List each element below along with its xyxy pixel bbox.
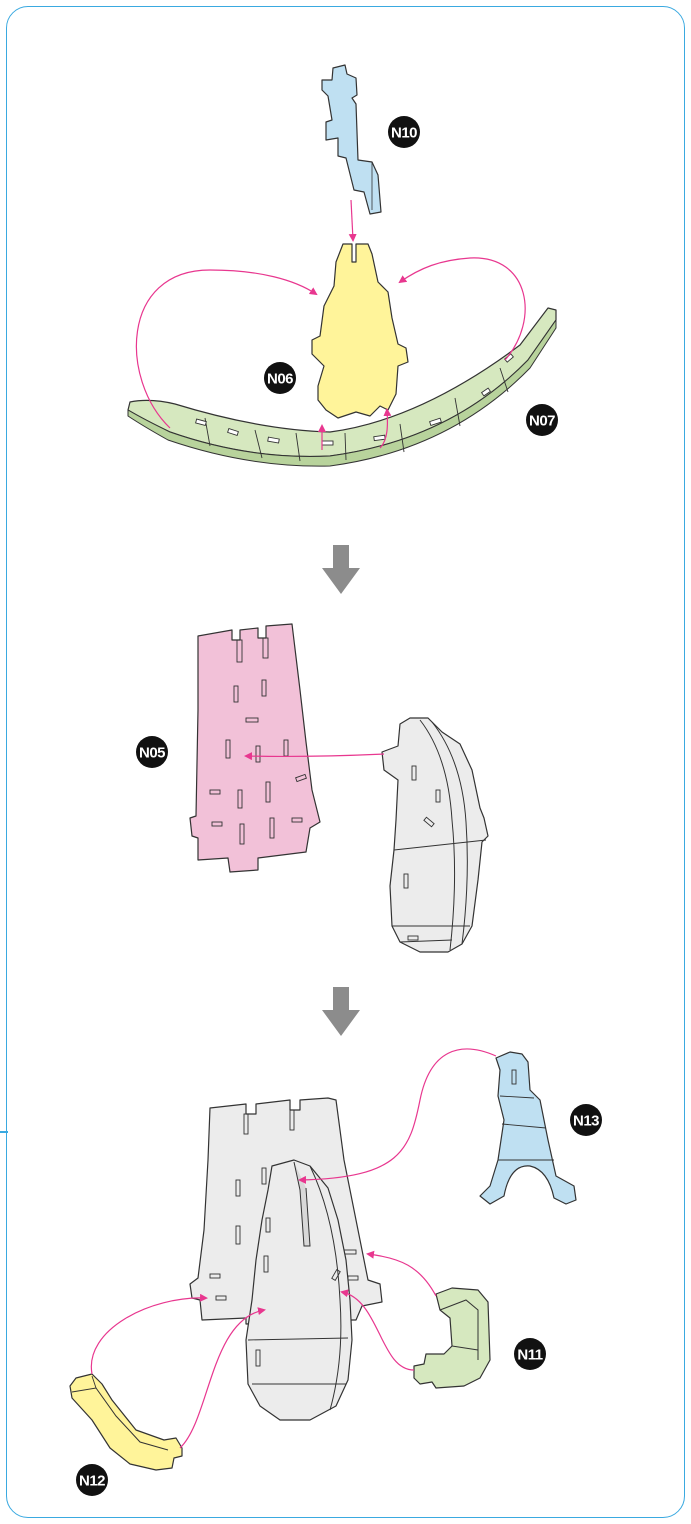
svg-text:N11: N11 [517, 1347, 542, 1364]
part-n06 [311, 243, 409, 419]
connector-arrows-step2 [244, 752, 385, 761]
svg-text:N10: N10 [391, 125, 417, 142]
down-arrow-icon [322, 545, 360, 594]
label-n10: N10 [388, 116, 420, 148]
down-arrow-icon [322, 987, 360, 1036]
step-3: N13 N11 N12 [69, 1048, 602, 1496]
label-n07: N07 [526, 404, 558, 436]
svg-text:N13: N13 [573, 1113, 599, 1130]
connector-arrows-step1 [135, 199, 526, 450]
label-n06: N06 [264, 362, 296, 394]
connector-arrows-step3 [90, 1048, 497, 1449]
part-n05 [189, 623, 321, 873]
front-body [245, 1159, 353, 1421]
panel-frame [6, 6, 685, 1518]
label-n12: N12 [76, 1464, 108, 1496]
step-1: N10 N07 [127, 64, 558, 467]
part-n07 [127, 307, 557, 467]
part-n12 [69, 1373, 183, 1471]
frame-tick [0, 1131, 8, 1133]
step-2: N05 [136, 623, 489, 953]
part-n10 [321, 64, 382, 215]
part-n11 [413, 1287, 491, 1389]
svg-text:N07: N07 [529, 413, 555, 430]
label-n11: N11 [514, 1338, 546, 1370]
label-n13: N13 [570, 1104, 602, 1136]
assembled-body [381, 717, 489, 953]
svg-text:N06: N06 [267, 371, 293, 388]
svg-text:N12: N12 [79, 1473, 105, 1490]
part-n13 [479, 1051, 577, 1205]
svg-text:N05: N05 [139, 745, 165, 762]
label-n05: N05 [136, 736, 168, 768]
